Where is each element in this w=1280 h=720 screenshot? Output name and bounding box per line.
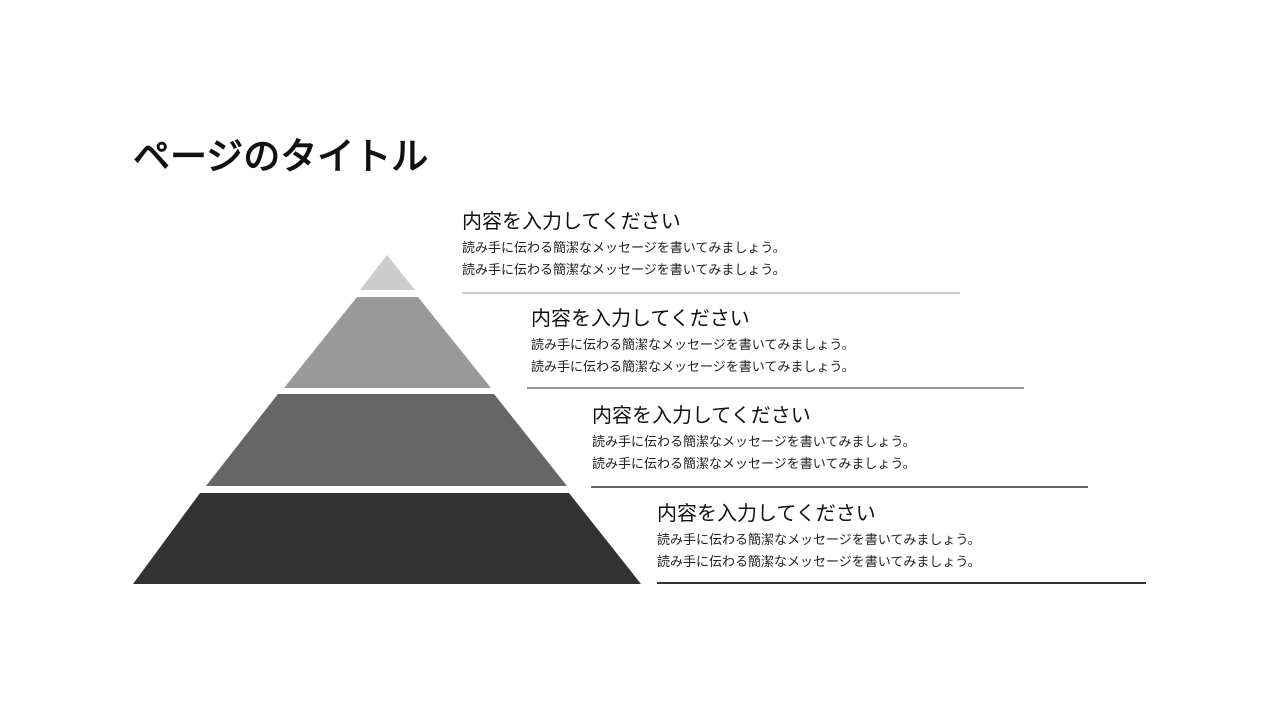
tier-3-text-block: 内容を入力してください 読み手に伝わる簡潔なメッセージを書いてみましょう。 読み… bbox=[592, 403, 916, 476]
tier-4-text-block: 内容を入力してください 読み手に伝わる簡潔なメッセージを書いてみましょう。 読み… bbox=[657, 501, 981, 574]
tier-4-description-line-2: 読み手に伝わる簡潔なメッセージを書いてみましょう。 bbox=[657, 555, 981, 570]
pyramid-tier-2 bbox=[284, 297, 491, 388]
tier-2-heading: 内容を入力してください bbox=[531, 306, 750, 330]
tier-4-description-line-1: 読み手に伝わる簡潔なメッセージを書いてみましょう。 bbox=[657, 533, 981, 548]
tier-1-text-block: 内容を入力してください 読み手に伝わる簡潔なメッセージを書いてみましょう。 読み… bbox=[462, 209, 786, 282]
tier-2-description-line-2: 読み手に伝わる簡潔なメッセージを書いてみましょう。 bbox=[531, 360, 855, 375]
tier-1-heading: 内容を入力してください bbox=[462, 209, 681, 233]
tier-3-heading: 内容を入力してください bbox=[592, 403, 811, 427]
tier-3-divider bbox=[591, 486, 1088, 488]
pyramid-tier-3 bbox=[206, 394, 567, 486]
pyramid-tier-1 bbox=[360, 255, 415, 290]
tier-2-divider bbox=[527, 387, 1024, 389]
tier-1-description-line-2: 読み手に伝わる簡潔なメッセージを書いてみましょう。 bbox=[462, 263, 786, 278]
tier-3-description-line-1: 読み手に伝わる簡潔なメッセージを書いてみましょう。 bbox=[592, 435, 916, 450]
tier-1-description-line-1: 読み手に伝わる簡潔なメッセージを書いてみましょう。 bbox=[462, 241, 786, 256]
tier-4-heading: 内容を入力してください bbox=[657, 501, 876, 525]
tier-2-description-line-1: 読み手に伝わる簡潔なメッセージを書いてみましょう。 bbox=[531, 338, 855, 353]
tier-3-description-line-2: 読み手に伝わる簡潔なメッセージを書いてみましょう。 bbox=[592, 457, 916, 472]
tier-2-text-block: 内容を入力してください 読み手に伝わる簡潔なメッセージを書いてみましょう。 読み… bbox=[531, 306, 855, 379]
pyramid-tier-4 bbox=[133, 493, 641, 584]
tier-4-divider bbox=[657, 582, 1146, 584]
tier-1-divider bbox=[462, 292, 960, 294]
page-title: ページのタイトル bbox=[133, 135, 429, 178]
